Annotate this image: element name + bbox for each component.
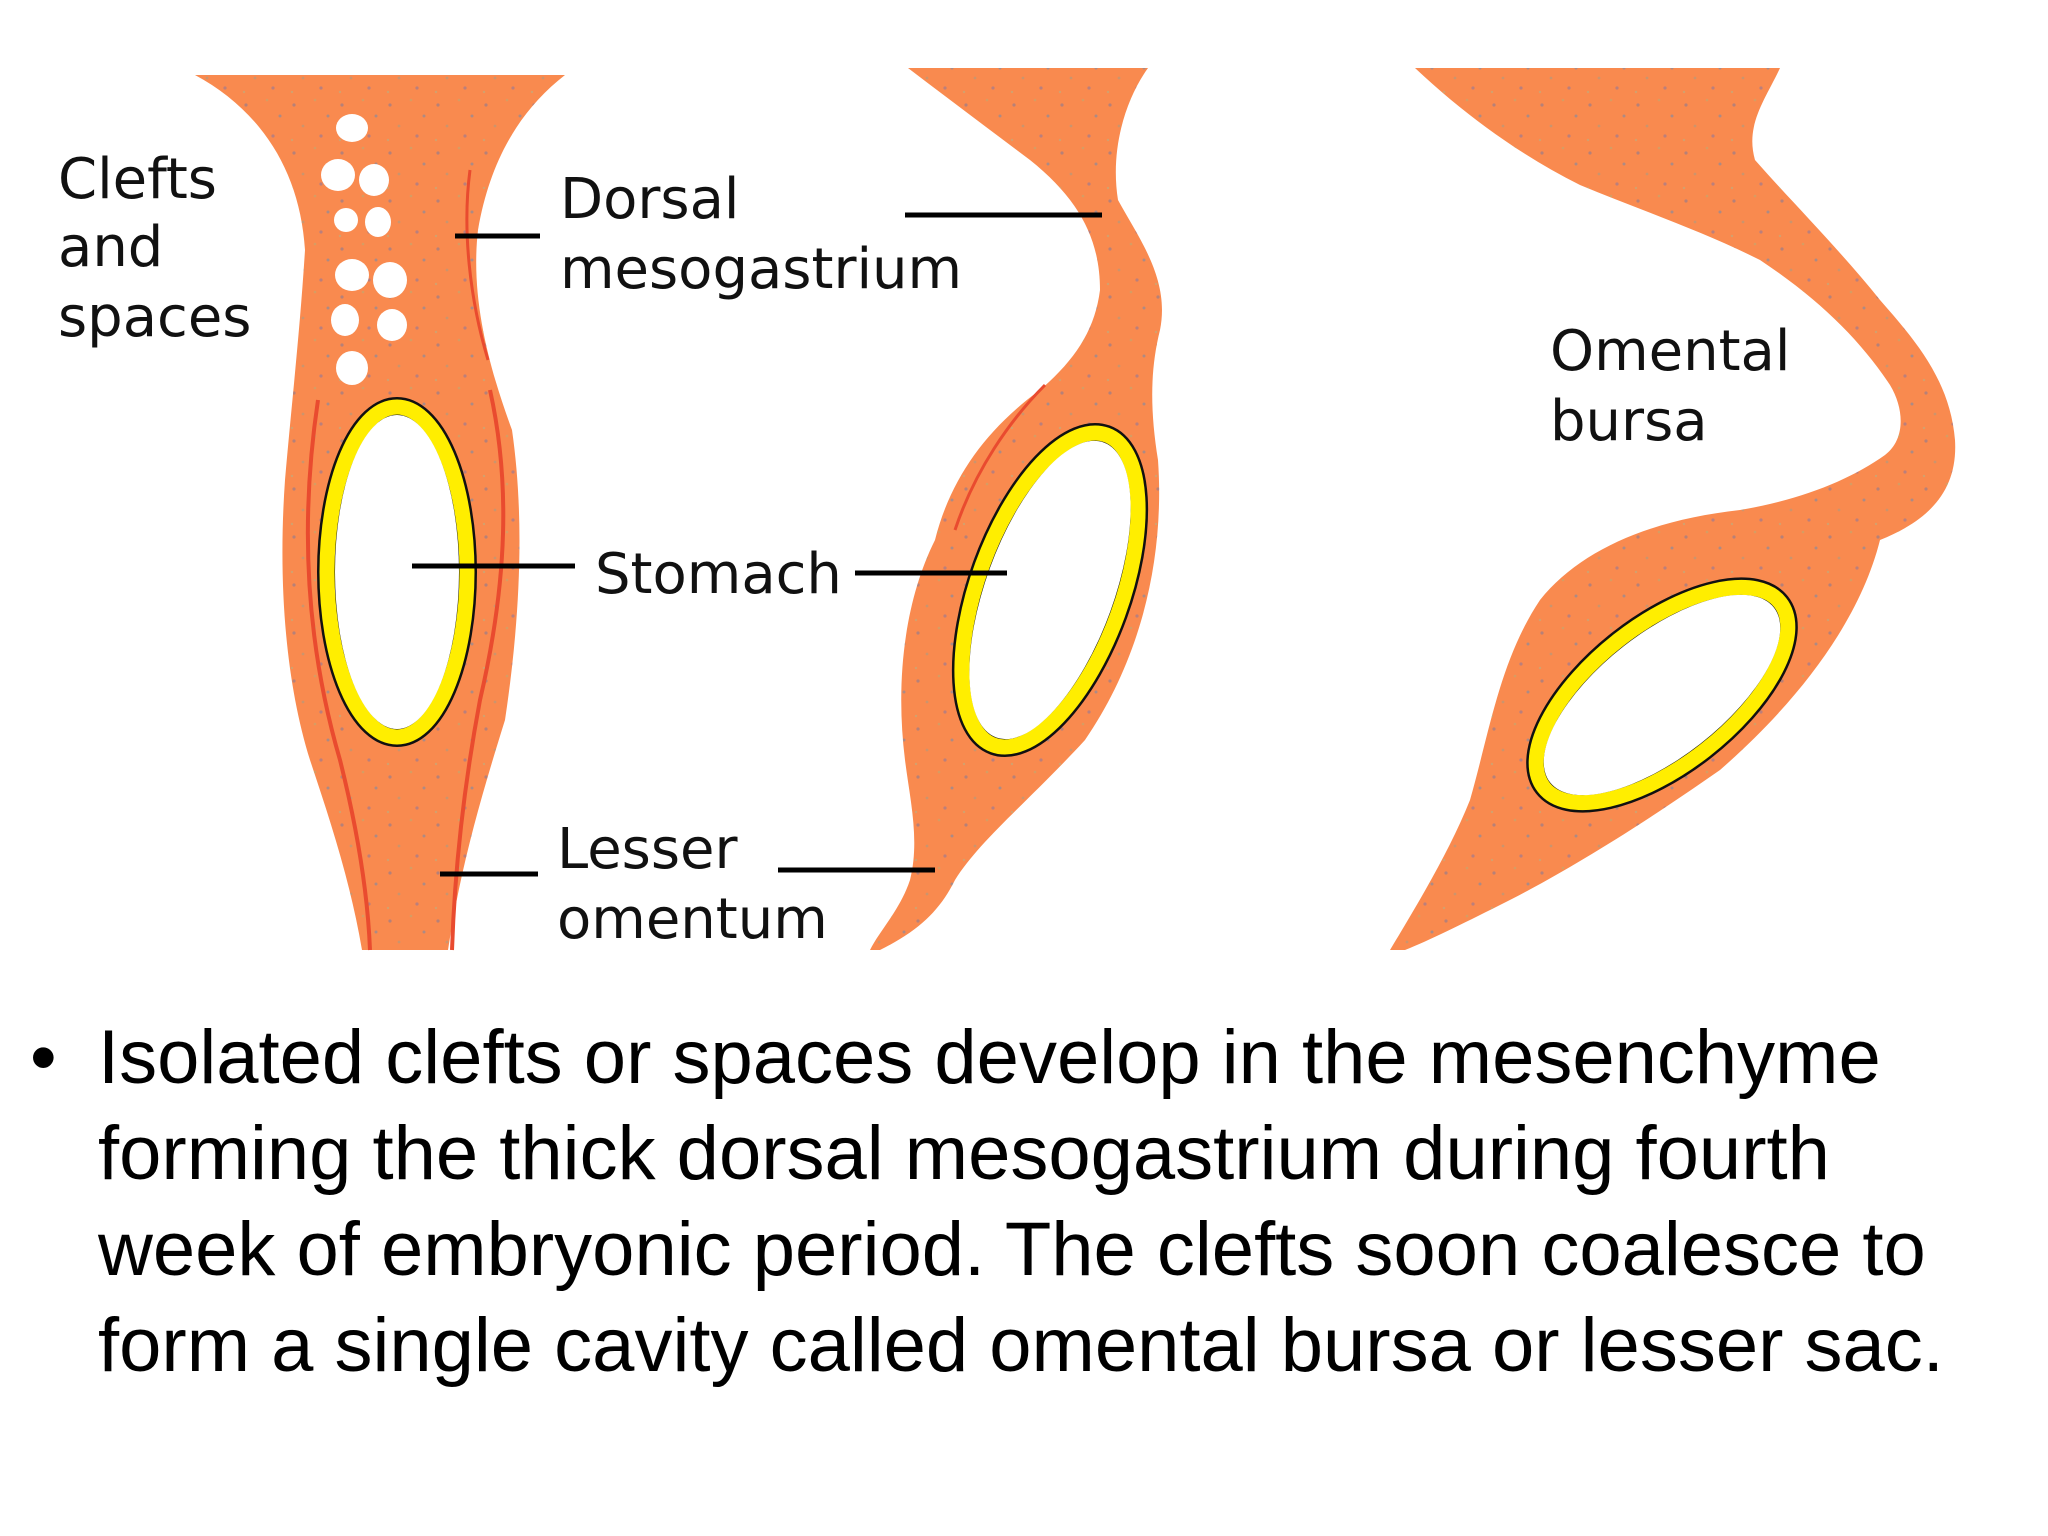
cleft (331, 304, 359, 336)
omental-bursa-label-line-2: bursa (1550, 389, 1708, 454)
cleft (365, 207, 391, 237)
clefts-label-line-2: and (58, 215, 163, 280)
panel-2 (778, 68, 1162, 950)
clefts-label-line-1: Clefts (58, 147, 217, 212)
cleft (335, 259, 369, 291)
labels: Clefts and spaces Dorsal mesogastrium St… (58, 147, 1790, 952)
vessel-line (465, 169, 490, 361)
panel-3 (1390, 68, 1956, 950)
vessel-line (953, 383, 1047, 531)
caption: • Isolated clefts or spaces develop in t… (0, 1010, 2048, 1510)
dorsal-mesogastrium-label-line-1: Dorsal (560, 167, 739, 232)
vessel-line (305, 399, 372, 951)
panel-1 (195, 75, 575, 951)
cleft (336, 114, 368, 142)
caption-text: Isolated clefts or spaces develop in the… (98, 1015, 1944, 1388)
lesser-omentum-label-line-1: Lesser (557, 817, 738, 882)
diagram: Clefts and spaces Dorsal mesogastrium St… (58, 68, 1956, 952)
vessel-line (450, 389, 506, 951)
bullet-marker: • (30, 1015, 57, 1100)
cleft (336, 351, 368, 385)
stomach-2 (951, 423, 1149, 757)
stomach-label: Stomach (595, 542, 842, 607)
cleft (321, 159, 355, 191)
dorsal-mesogastrium-label-line-2: mesogastrium (560, 237, 962, 302)
stomach-3 (1526, 577, 1798, 813)
cleft (377, 309, 407, 341)
omental-bursa-label-line-1: Omental (1550, 319, 1790, 384)
stomach-1 (317, 397, 477, 747)
cleft (373, 262, 407, 298)
cleft (359, 164, 389, 196)
lesser-omentum-label-line-2: omentum (557, 887, 828, 952)
cleft (334, 208, 358, 232)
clefts-label-line-3: spaces (58, 285, 251, 350)
clefts (321, 114, 407, 385)
